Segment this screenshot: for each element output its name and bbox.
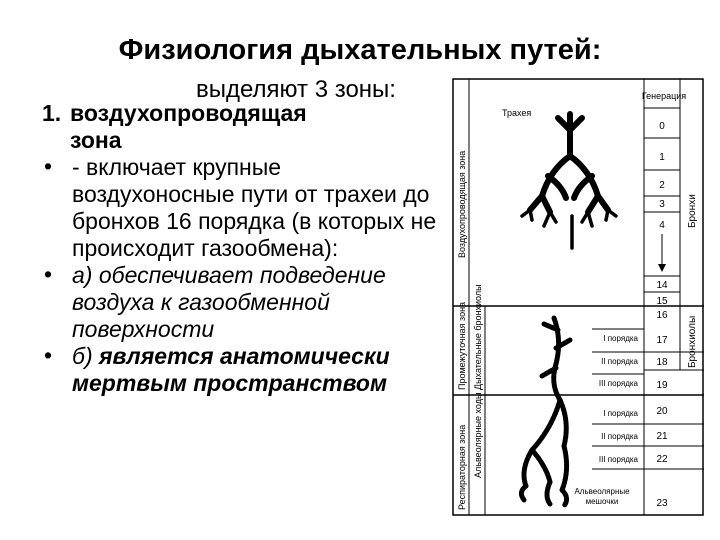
order-label: I порядка (603, 334, 638, 343)
alveolar-sacs-label: Альвеолярные (574, 487, 630, 496)
zone-respiratory-label: Респираторная зона (457, 425, 467, 510)
generation-label: 21 (656, 431, 668, 442)
arrow-down-icon (658, 264, 666, 272)
generation-label: 0 (659, 121, 665, 132)
bullet-text-1: - включает крупные воздухоносные пути от… (72, 154, 437, 261)
zone-heading: 1. воздухопроводящая (42, 100, 442, 127)
generation-label: 2 (659, 180, 665, 191)
generation-label: 23 (656, 498, 668, 509)
order-label: III порядка (599, 455, 639, 464)
bullet-text-2: а) обеспечивает подведение воздуха к газ… (72, 262, 386, 342)
trachea-label: Трахея (502, 108, 531, 118)
heading-number: 1. (42, 100, 62, 126)
bullet-dot-icon: • (44, 153, 53, 179)
bullet-dot-icon: • (44, 342, 53, 368)
alveolar-ducts-label: Альвеолярные ходы (473, 393, 483, 478)
bullet-text-3-prefix: б) (72, 343, 99, 369)
diagram-frame (452, 78, 704, 516)
generation-label: 16 (656, 310, 668, 321)
bullet-item-1: • - включает крупные воздухоносные пути … (42, 153, 442, 262)
generation-label: 22 (656, 454, 668, 465)
generation-label: 14 (656, 280, 668, 291)
zone-transitional-label: Промежуточная зона (457, 302, 467, 390)
generation-label: 20 (656, 406, 668, 417)
generation-row-lines (592, 137, 704, 470)
airway-diagram: Генерация 0 1 2 3 4 14 15 16 17 18 19 20… (452, 78, 704, 516)
order-label: II порядка (601, 432, 638, 441)
heading-line1: воздухопроводящая (70, 100, 307, 126)
bronchial-tree-icon (518, 111, 618, 509)
order-label: I порядка (603, 409, 638, 418)
heading-line2: зона (70, 127, 122, 153)
bullet-dot-icon: • (44, 261, 53, 287)
bullet-list: • - включает крупные воздухоносные пути … (42, 153, 442, 397)
order-label: III порядка (599, 379, 639, 388)
generation-header: Генерация (642, 91, 686, 101)
bullet-item-2: • а) обеспечивает подведение воздуха к г… (42, 261, 442, 343)
slide-title: Физиология дыхательных путей: (118, 34, 602, 66)
generation-label: 3 (659, 199, 665, 210)
resp-bronchioles-label: Дыхательные бронхиолы (473, 284, 483, 390)
zone-conducting-label: Воздухопроводящая зона (457, 151, 467, 258)
generation-label: 15 (656, 296, 668, 307)
bronchioles-label: Бронхиолы (687, 316, 698, 368)
bullet-text-3-bold: является анатомически мертвым пространст… (72, 343, 390, 396)
text-column: 1. воздухопроводящая зона • - включает кр… (42, 100, 442, 397)
generation-label: 4 (659, 220, 665, 231)
slide-subtitle: выделяют 3 зоны: (196, 76, 396, 103)
generation-label: 1 (659, 152, 665, 163)
generation-label: 19 (656, 380, 668, 391)
generation-label: 17 (656, 335, 668, 346)
order-label: II порядка (601, 357, 638, 366)
bronchi-label: Бронхи (687, 194, 698, 228)
alveolar-sacs-label: мешочки (586, 497, 619, 506)
generation-label: 18 (656, 357, 668, 368)
bullet-item-3: • б) является анатомически мертвым прост… (42, 342, 442, 397)
